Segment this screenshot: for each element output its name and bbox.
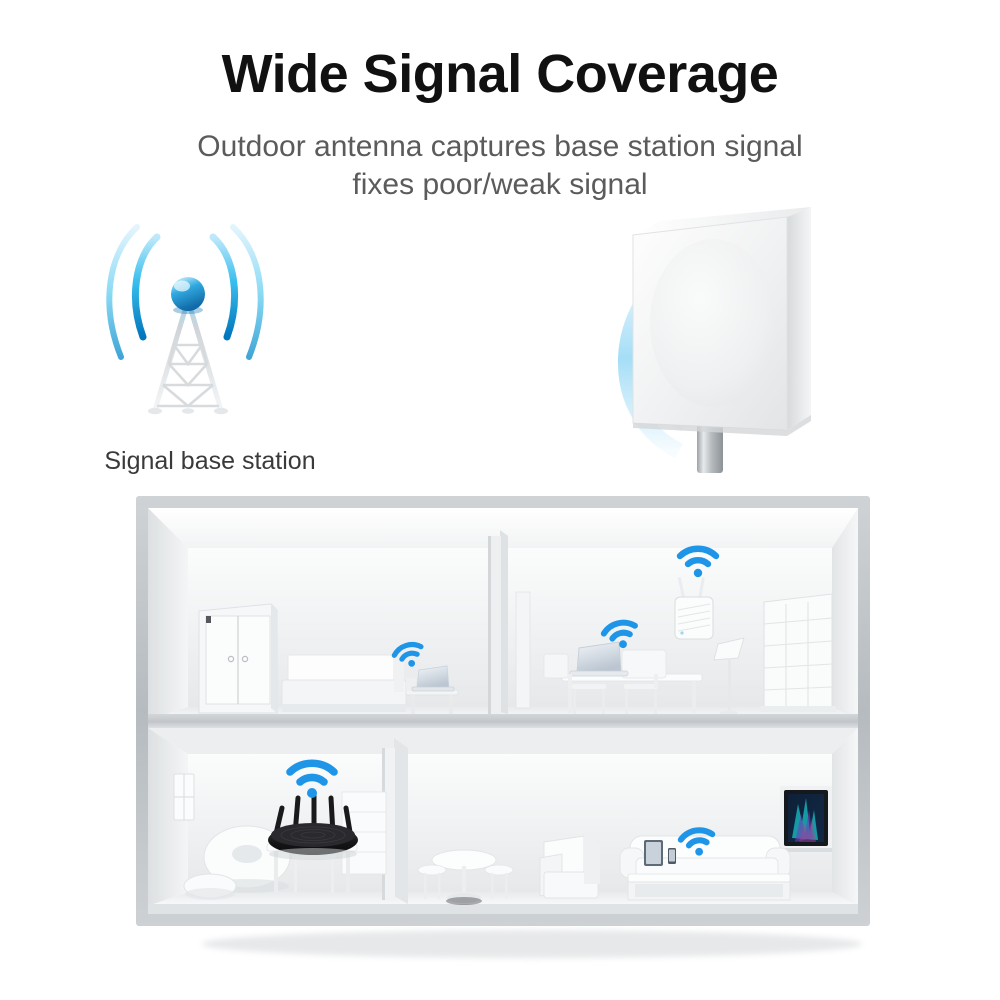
bed bbox=[281, 654, 407, 712]
page-title: Wide Signal Coverage bbox=[221, 44, 779, 104]
wifi-signal bbox=[286, 759, 338, 798]
cell-tower-icon bbox=[148, 277, 228, 415]
chair bbox=[568, 674, 606, 715]
ottoman bbox=[183, 873, 237, 900]
tablet bbox=[644, 840, 663, 866]
house-cutaway-diagram bbox=[136, 496, 870, 958]
upper-floor bbox=[148, 508, 858, 720]
panel-antenna-icon bbox=[632, 207, 811, 473]
lower-floor bbox=[148, 728, 858, 914]
page-subtitle: Outdoor antenna captures base station si… bbox=[0, 128, 1000, 205]
base-station-label: Signal base station bbox=[104, 447, 316, 475]
wifi-extender bbox=[674, 577, 714, 640]
radio-waves-icon bbox=[106, 224, 264, 360]
tv bbox=[780, 786, 832, 852]
wifi-signal bbox=[600, 619, 638, 649]
wardrobe bbox=[198, 603, 278, 714]
chair bbox=[624, 674, 658, 715]
outdoor-panel-antenna bbox=[495, 195, 855, 515]
subtitle-line-2: fixes poor/weak signal bbox=[352, 168, 648, 202]
room-living bbox=[417, 786, 832, 905]
bookshelf bbox=[760, 593, 836, 712]
partition-wall-upper bbox=[488, 530, 508, 714]
smartphone bbox=[668, 848, 676, 864]
armchair bbox=[539, 835, 600, 899]
room-play bbox=[173, 759, 387, 900]
signal-base-station: Signal base station bbox=[95, 215, 316, 475]
subtitle-line-1: Outdoor antenna captures base station si… bbox=[197, 130, 803, 163]
wifi-signal bbox=[676, 545, 720, 578]
wifi-signal bbox=[677, 827, 716, 856]
room-bedroom bbox=[198, 603, 459, 714]
router bbox=[268, 791, 358, 860]
room-study bbox=[515, 545, 836, 716]
round-table bbox=[431, 849, 497, 905]
stool bbox=[484, 864, 514, 899]
window bbox=[173, 773, 195, 821]
wifi-signal bbox=[391, 642, 424, 667]
laptop bbox=[411, 665, 455, 692]
stool bbox=[417, 864, 447, 899]
coffee-table bbox=[627, 873, 791, 901]
laptop bbox=[569, 641, 629, 677]
